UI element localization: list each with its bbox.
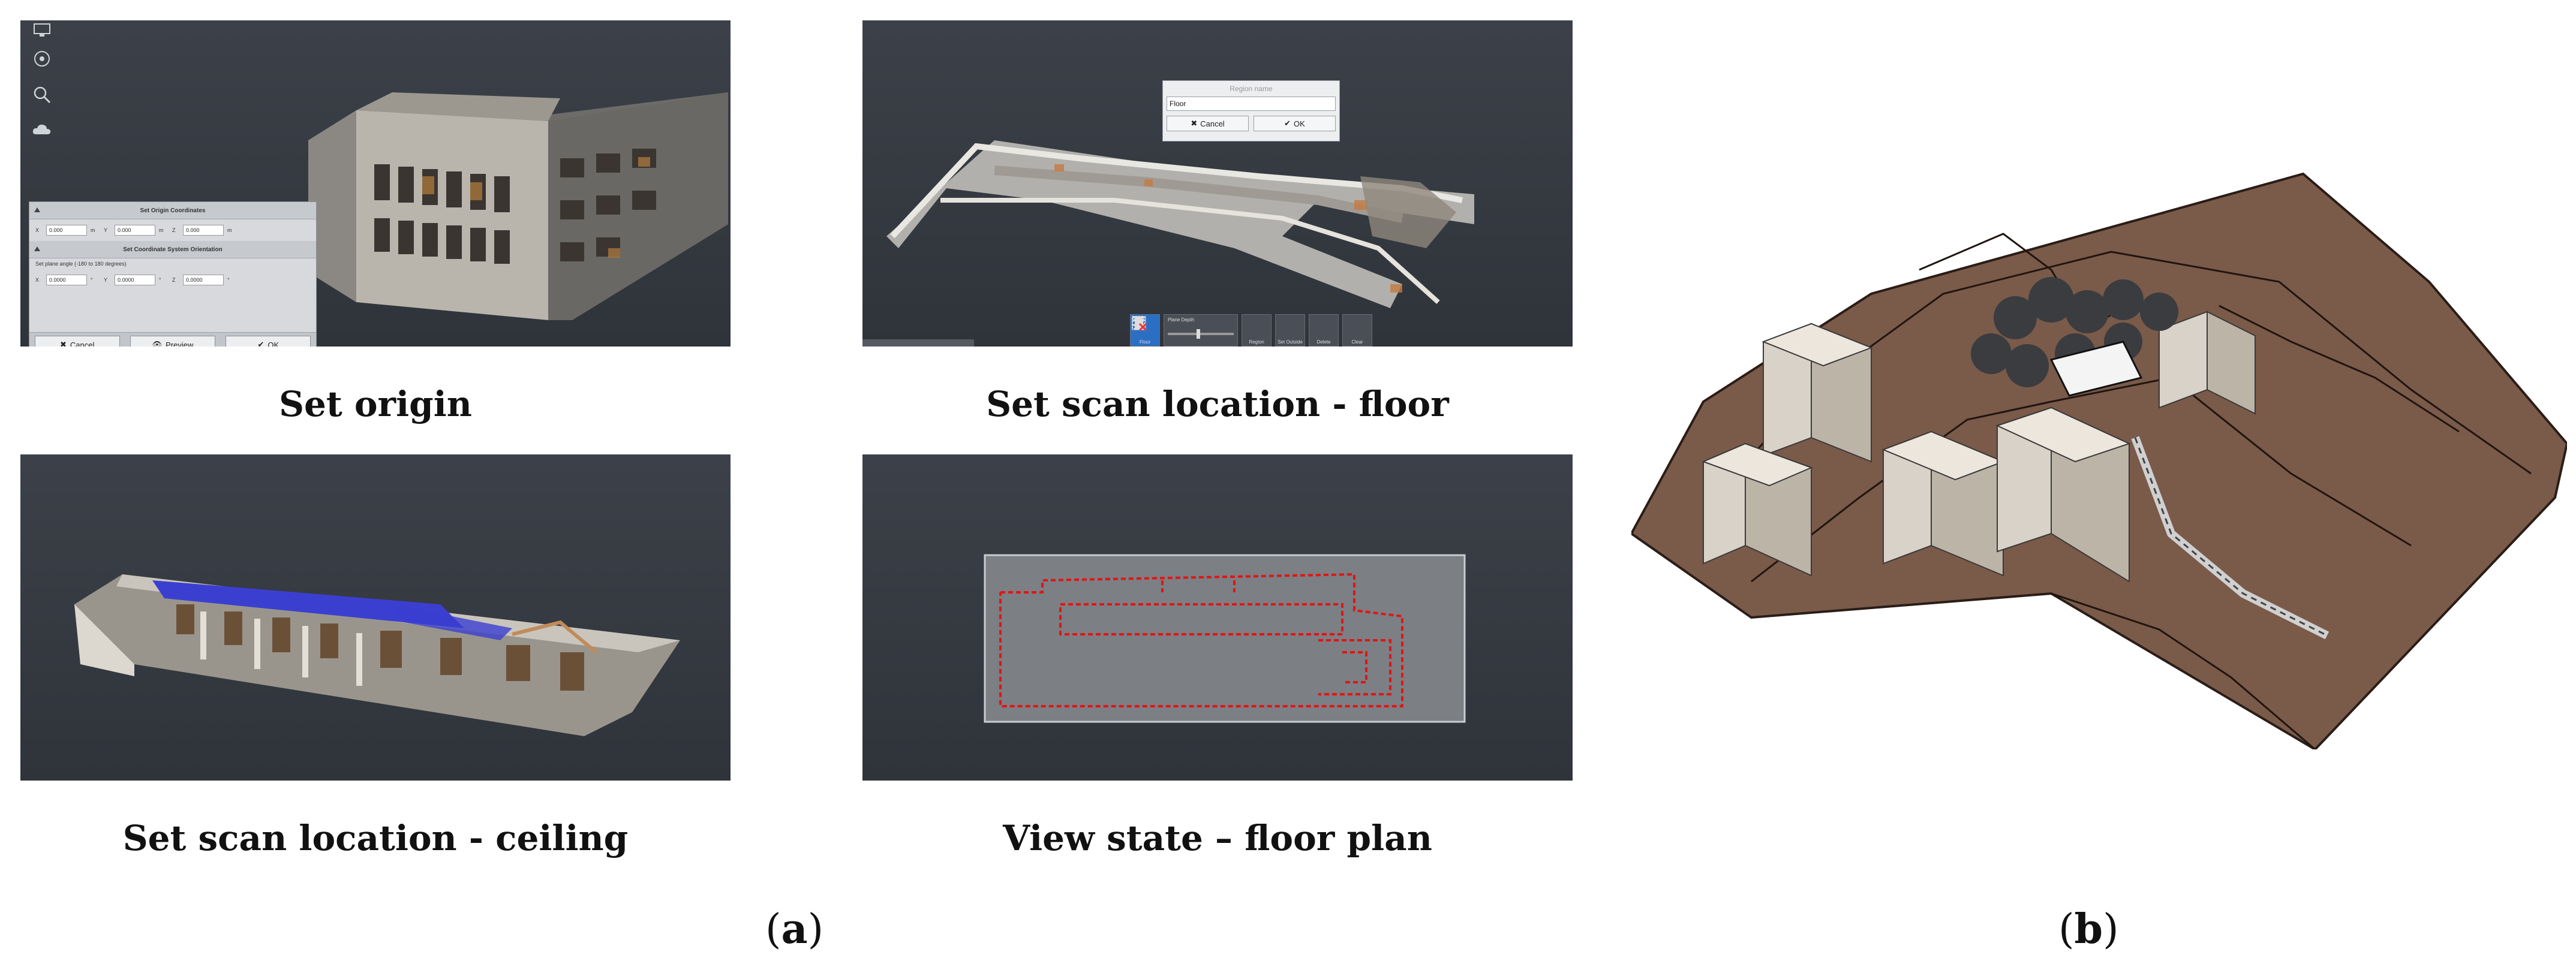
angle-x-input[interactable]: 0.0000 (46, 275, 87, 285)
ok-label: OK (267, 340, 279, 347)
coordinates-row: X 0.000 m Y 0.000 m Z 0.000 m (29, 219, 316, 241)
coordinates-section-header[interactable]: Set Origin Coordinates (29, 202, 316, 219)
angle-y-input[interactable]: 0.0000 (115, 275, 155, 285)
terrain-model (1630, 172, 2569, 751)
z-label: Z (172, 227, 176, 233)
tool-delete[interactable]: Delete (1133, 314, 1339, 347)
panel-floor-plan (862, 454, 1573, 781)
x-unit: m (91, 227, 95, 233)
x-angle-unit: ° (91, 277, 93, 283)
region-dialog-buttons: ✖Cancel ✔OK (1163, 111, 1339, 136)
tool-clear[interactable]: Clear (1132, 314, 1372, 347)
region-name-dialog: Region name Floor ✖Cancel ✔OK (1162, 80, 1340, 141)
orientation-row: X 0.0000 ° Y 0.0000 ° Z 0.0000 ° (29, 269, 316, 291)
coordinate-strip (862, 339, 974, 347)
collapse-icon (34, 246, 40, 251)
ok-button[interactable]: ✔OK (226, 336, 311, 347)
site-model-view (1630, 162, 2569, 751)
dialog-buttons: ✖Cancel 👁Preview ✔OK (29, 332, 316, 347)
label-b-letter: b (2074, 905, 2103, 953)
origin-z-input[interactable]: 0.000 (183, 225, 224, 236)
z-angle-label: Z (172, 277, 176, 283)
clear-icon (1132, 316, 1147, 332)
y-label: Y (104, 227, 108, 233)
preview-button[interactable]: 👁Preview (130, 336, 215, 347)
caption-scan-floor: Set scan location - floor (986, 384, 1449, 424)
subfigure-label-a: (a) (765, 905, 824, 953)
cancel-label: Cancel (70, 340, 95, 347)
caption-floor-plan: View state – floor plan (1003, 818, 1432, 858)
x-label: X (35, 227, 40, 233)
y-angle-label: Y (104, 277, 108, 283)
tool-delete-label: Delete (1316, 339, 1331, 345)
panel-scan-floor: Region name Floor ✖Cancel ✔OK Floor Plan… (862, 20, 1573, 347)
z-angle-unit: ° (227, 277, 230, 283)
angle-hint: Set plane angle (-180 to 180 degrees) (35, 261, 127, 267)
close-icon: ✖ (1191, 119, 1198, 128)
y-unit: m (159, 227, 164, 233)
label-a-letter: a (781, 905, 808, 953)
subfigure-label-b: (b) (2058, 905, 2119, 953)
panel-scan-ceiling (20, 454, 731, 781)
building-pointcloud-view (308, 92, 728, 320)
caption-scan-ceiling: Set scan location - ceiling (122, 818, 629, 858)
x-angle-label: X (35, 277, 40, 283)
y-angle-unit: ° (159, 277, 161, 283)
cancel-button[interactable]: ✖Cancel (34, 336, 120, 347)
preview-label: Preview (166, 340, 194, 347)
plane-depth-slider[interactable]: Plane Depth (1164, 314, 1238, 347)
region-name-input[interactable]: Floor (1167, 97, 1336, 111)
monitor-icon[interactable] (28, 20, 56, 44)
search-icon[interactable] (28, 80, 56, 109)
origin-x-input[interactable]: 0.000 (46, 225, 87, 236)
tool-clear-label: Clear (1351, 339, 1363, 345)
tool-set-outside[interactable]: Set Outside (1132, 314, 1305, 347)
region-cancel-label: Cancel (1200, 119, 1225, 128)
orientation-header-label: Set Coordinate System Orientation (123, 246, 223, 253)
check-icon: ✔ (257, 340, 264, 347)
scan-toolbar: Floor Plane Depth Region Set Outside Del… (1130, 314, 1372, 347)
floor-pointcloud-view (886, 140, 1474, 308)
coordinates-header-label: Set Origin Coordinates (140, 207, 206, 214)
panel-set-origin: Set Origin Coordinates X 0.000 m Y 0.000… (20, 20, 731, 347)
region-dialog-title: Region name (1230, 85, 1273, 93)
z-unit: m (227, 227, 232, 233)
slider-thumb[interactable] (1197, 329, 1200, 339)
region-ok-label: OK (1294, 119, 1305, 128)
orientation-section-header[interactable]: Set Coordinate System Orientation (29, 241, 316, 258)
collapse-icon (34, 207, 40, 212)
compass-icon[interactable] (28, 44, 56, 73)
region-cancel-button[interactable]: ✖Cancel (1167, 116, 1249, 131)
ceiling-pointcloud-view (74, 574, 680, 736)
floor-plan-view (984, 554, 1466, 723)
close-icon: ✖ (59, 340, 67, 347)
origin-coordinates-dialog: Set Origin Coordinates X 0.000 m Y 0.000… (29, 201, 317, 347)
tool-set-outside-label: Set Outside (1278, 339, 1303, 345)
tool-region[interactable]: Region (1132, 314, 1272, 347)
tool-region-label: Region (1249, 339, 1264, 345)
check-icon: ✔ (1284, 119, 1291, 128)
slider-track (1168, 333, 1234, 335)
cloud-icon[interactable] (28, 115, 56, 144)
eye-icon: 👁 (152, 340, 163, 347)
tool-floor-label: Floor (1139, 339, 1151, 345)
angle-z-input[interactable]: 0.0000 (183, 275, 224, 285)
caption-set-origin: Set origin (279, 384, 472, 424)
origin-y-input[interactable]: 0.000 (115, 225, 155, 236)
plane-depth-label: Plane Depth (1168, 317, 1195, 323)
region-ok-button[interactable]: ✔OK (1254, 116, 1336, 131)
